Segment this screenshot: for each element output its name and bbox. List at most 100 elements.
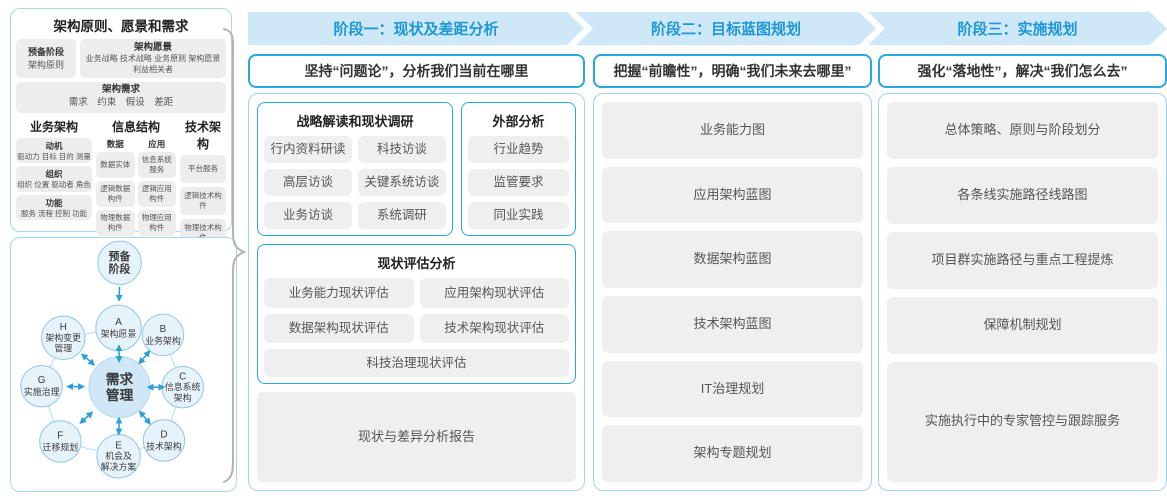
node-e-name-line2: 解决方案 [101, 461, 137, 472]
node-f-letter: F [57, 431, 63, 442]
list-item: 行内资料研读 [264, 136, 352, 163]
business-architecture-column: 业务架构 动机 驱动力 目标 目的 测量 组织 组织 位置 驱动者 角色 功能 … [16, 118, 92, 251]
architecture-principles-label: 架构原则 [27, 59, 64, 70]
list-item: 业务能力图 [602, 102, 863, 159]
prep-phase-circle [97, 240, 142, 286]
motivation-box: 动机 驱动力 目标 目的 测量 [16, 137, 92, 164]
vision-title: 架构愿景 [133, 42, 172, 53]
physical-data-box: 物理数据构件 [96, 209, 135, 236]
architecture-requirements-box: 架构需求 需求 约束 假设 差距 [16, 82, 226, 113]
phase3-column: 总体策略、原则与阶段划分 各条线实施路径线路图 项目群实施路径与重点工程提炼 保… [878, 93, 1167, 491]
list-item: 行业趋势 [467, 136, 569, 163]
node-a-letter: A [115, 317, 122, 328]
node-d-letter: D [160, 430, 167, 441]
framework-architecture-columns: 业务架构 动机 驱动力 目标 目的 测量 组织 组织 位置 驱动者 角色 功能 … [16, 118, 226, 251]
phase3-subtitle-box: 强化“落地性”，解决“我们怎么去” [878, 54, 1167, 88]
node-c-name-line1: 信息系统 [165, 381, 201, 392]
node-h-name-line2: 管理 [54, 343, 72, 354]
external-analysis-group: 外部分析 行业趋势 监管要求 同业实践 [460, 102, 576, 236]
prep-label-line2: 阶段 [109, 262, 131, 276]
list-item: 技术架构现状评估 [419, 313, 569, 343]
list-item: 同业实践 [467, 202, 569, 229]
function-items: 服务 流程 控制 功能 [20, 208, 88, 218]
node-h-name-line1: 架构变更 [46, 332, 82, 343]
node-b-name: 业务架构 [145, 335, 181, 346]
list-item: IT治理规划 [602, 360, 863, 418]
phase1-column: 战略解读和现状调研 行内资料研读 科技访谈 高层访谈 关键系统访谈 业务访谈 系… [248, 93, 585, 491]
phase1-header-banner: 阶段一：现状及差距分析 [248, 12, 584, 45]
node-b-circle [141, 313, 185, 357]
list-item: 系统调研 [357, 202, 446, 229]
node-h-letter: H [60, 322, 67, 333]
node-d-name: 技术架构 [146, 440, 182, 451]
list-item: 监管要求 [467, 169, 569, 196]
strategy-research-title: 战略解读和现状调研 [296, 114, 414, 129]
list-item: 总体策略、原则与阶段划分 [887, 102, 1158, 159]
center-d-arrow [138, 410, 151, 425]
assessment-title: 现状评估分析 [377, 256, 456, 271]
list-item: 各条线实施路径线路图 [887, 166, 1158, 224]
center-h-arrow [81, 353, 96, 366]
node-h-circle [41, 315, 86, 361]
external-analysis-title: 外部分析 [492, 114, 545, 129]
node-d-circle [142, 419, 186, 462]
curly-brace [223, 28, 246, 483]
function-box: 功能 服务 流程 控制 功能 [16, 194, 92, 220]
list-item: 关键系统访谈 [357, 169, 446, 196]
list-item: 科技访谈 [357, 136, 446, 163]
node-a-name: 架构愿景 [101, 328, 137, 339]
requirements-title: 架构需求 [101, 84, 140, 96]
node-g-name: 实施治理 [24, 386, 60, 397]
list-item: 架构专题规划 [602, 425, 863, 483]
center-label-line2: 管理 [106, 387, 134, 403]
phase2-subtitle-box: 把握“前瞻性”，明确“我们未来去哪里” [593, 54, 872, 88]
list-item: 科技治理现状评估 [264, 349, 569, 377]
node-f-circle [39, 420, 82, 463]
logical-app-box: 逻辑应用构件 [137, 180, 176, 207]
application-subcolumn: 应用 信息系统服务 逻辑应用构件 物理应用构件 [137, 138, 176, 239]
list-item: 应用架构现状评估 [419, 278, 569, 308]
organization-title: 组织 [45, 169, 63, 180]
list-item: 项目群实施路径与重点工程提炼 [887, 231, 1158, 289]
list-item: 实施执行中的专家管控与跟踪服务 [887, 361, 1158, 482]
adm-cycle-panel: 预备 阶段 需求 管理 A 架构愿景 B 业务架构 C 信息系统 架构 D 技术… [10, 237, 237, 492]
architecture-framework-panel: 架构原则、愿景和需求 预备阶段 架构原则 架构愿景 业务战略 技术战略 业务原则… [10, 8, 232, 292]
info-system-service-box: 信息系统服务 [137, 151, 176, 178]
node-f-name: 迁移规划 [43, 441, 79, 452]
list-item: 业务访谈 [264, 202, 352, 229]
organization-box: 组织 组织 位置 驱动者 角色 [16, 166, 92, 192]
node-c-name-line2: 架构 [174, 392, 192, 403]
preliminary-phase-box: 预备阶段 架构原则 [16, 39, 76, 79]
gap-analysis-report-box: 现状与差异分析报告 [257, 392, 576, 482]
logical-tech-box: 逻辑技术构件 [180, 186, 226, 215]
current-state-assessment-group: 现状评估分析 业务能力现状评估 应用架构现状评估 数据架构现状评估 技术架构现状… [257, 244, 576, 384]
requirements-items: 需求 约束 假设 差距 [68, 96, 174, 108]
framework-row-vision: 预备阶段 架构原则 架构愿景 业务战略 技术战略 业务原则 架构愿景 利益相关者 [16, 39, 226, 79]
vision-items: 业务战略 技术战略 业务原则 架构愿景 利益相关者 [85, 54, 221, 74]
prep-label-line1: 预备 [109, 249, 131, 263]
logical-data-box: 逻辑数据构件 [96, 180, 135, 207]
motivation-title: 动机 [45, 140, 63, 151]
application-title: 应用 [148, 138, 166, 149]
adm-cycle-diagram: 预备 阶段 需求 管理 A 架构愿景 B 业务架构 C 信息系统 架构 D 技术… [20, 240, 204, 479]
information-structure-column: 信息结构 数据 数据实体 逻辑数据构件 物理数据构件 应用 信息系统服务 逻辑应… [96, 118, 176, 251]
physical-app-box: 物理应用构件 [137, 209, 176, 236]
phase3-header-banner: 阶段三：实施规划 [868, 12, 1167, 45]
business-architecture-title: 业务架构 [29, 119, 78, 134]
information-structure-title: 信息结构 [111, 119, 160, 134]
list-item: 保障机制规划 [887, 296, 1158, 354]
node-g-letter: G [38, 375, 46, 386]
list-item: 高层访谈 [264, 169, 352, 196]
strategy-research-group: 战略解读和现状调研 行内资料研读 科技访谈 高层访谈 关键系统访谈 业务访谈 系… [257, 102, 453, 236]
function-title: 功能 [45, 197, 63, 208]
framework-panel-title: 架构原则、愿景和需求 [53, 19, 189, 34]
center-b-arrow [138, 350, 151, 365]
list-item: 数据架构现状评估 [264, 313, 414, 343]
organization-items: 组织 位置 驱动者 角色 [17, 180, 91, 190]
phase2-column: 业务能力图 应用架构蓝图 数据架构蓝图 技术架构蓝图 IT治理规划 架构专题规划 [593, 93, 872, 491]
list-item: 数据架构蓝图 [602, 231, 863, 289]
architecture-vision-box: 架构愿景 业务战略 技术战略 业务原则 架构愿景 利益相关者 [80, 39, 226, 79]
center-f-arrow [79, 411, 94, 425]
phase2-header-banner: 阶段二：目标蓝图规划 [576, 12, 876, 45]
